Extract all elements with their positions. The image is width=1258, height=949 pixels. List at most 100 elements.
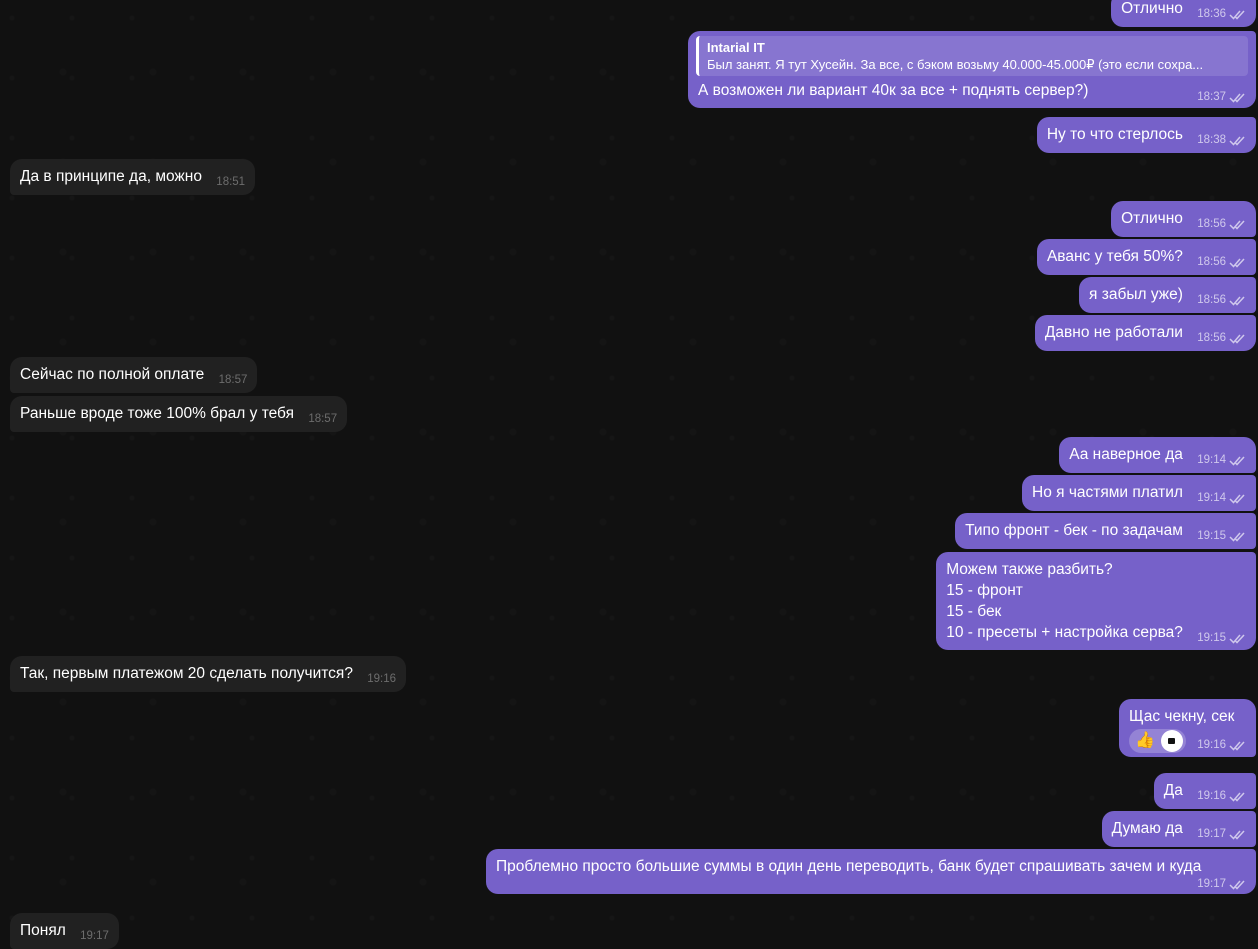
message-time: 19:16 [1197, 790, 1226, 802]
message-text: Типо фронт - бек - по задачам [965, 522, 1183, 539]
message-reactions: 👍 19:16 [1129, 729, 1246, 753]
reply-author: Intarial IT [707, 40, 765, 55]
double-check-icon [1229, 531, 1245, 542]
double-check-icon [1229, 493, 1245, 504]
message-line: 15 - бек [946, 603, 1002, 620]
message-time: 18:57 [308, 413, 338, 425]
message-time: 19:17 [1197, 878, 1226, 890]
message-outgoing[interactable]: Аа наверное да 19:14 [1059, 437, 1256, 473]
message-meta: 19:17 [496, 878, 1246, 890]
double-check-icon [1229, 633, 1245, 644]
message-meta: 19:16 [367, 673, 396, 685]
message-outgoing[interactable]: я забыл уже) 18:56 [1079, 277, 1256, 313]
message-time: 19:15 [1197, 530, 1226, 542]
message-incoming[interactable]: Так, первым платежом 20 сделать получитс… [10, 656, 407, 692]
message-time: 19:17 [80, 930, 109, 942]
message-outgoing[interactable]: Давно не работали 18:56 [1034, 315, 1256, 351]
thumbs-up-icon: 👍 [1135, 732, 1155, 749]
double-check-icon [1229, 219, 1245, 230]
message-outgoing[interactable]: Проблемно просто большие суммы в один де… [486, 849, 1256, 894]
message-meta: 19:16 [1197, 790, 1246, 802]
message-text: Аа наверное да [1069, 446, 1183, 463]
message-text: Думаю да [1111, 820, 1183, 837]
double-check-icon [1229, 455, 1245, 466]
message-text: Да в принципе да, можно [20, 168, 202, 185]
message-text: Но я частями платил [1032, 484, 1183, 501]
message-meta: 18:57 [308, 413, 337, 425]
message-time: 18:38 [1197, 134, 1226, 146]
message-line: 10 - пресеты + настройка серва? [946, 624, 1183, 641]
message-meta: 18:56 [1197, 332, 1246, 344]
message-meta: 18:56 [1197, 256, 1246, 268]
double-check-icon [1229, 135, 1245, 146]
message-text: Отлично [1121, 210, 1183, 227]
message-text: Проблемно просто большие суммы в один де… [496, 858, 1202, 875]
message-time: 19:16 [367, 673, 397, 685]
message-meta: 19:14 [1197, 492, 1246, 504]
double-check-icon [1229, 740, 1245, 751]
message-meta: 19:15 [1197, 632, 1246, 644]
message-text: Отлично [1121, 0, 1183, 17]
double-check-icon [1229, 257, 1245, 268]
message-text: Да [1163, 782, 1183, 799]
message-time: 18:57 [218, 374, 248, 386]
message-meta: 18:38 [1197, 134, 1246, 146]
message-line: 15 - фронт [946, 582, 1023, 599]
double-check-icon [1229, 879, 1245, 890]
message-text: Давно не работали [1044, 324, 1183, 341]
message-time: 19:16 [1197, 739, 1226, 751]
reply-preview[interactable]: Intarial IT Был занят. Я тут Хусейн. За … [696, 36, 1248, 76]
message-text: Ну то что стерлось [1046, 126, 1183, 143]
message-outgoing[interactable]: Аванс у тебя 50%? 18:56 [1036, 239, 1256, 275]
message-time: 19:14 [1197, 492, 1226, 504]
message-meta: 19:17 [1197, 828, 1246, 840]
reaction-chip[interactable]: 👍 [1129, 729, 1186, 753]
message-time: 18:51 [216, 176, 246, 188]
message-meta: 19:16 [1197, 739, 1246, 751]
message-meta: 18:57 [219, 374, 248, 386]
double-check-icon [1229, 295, 1245, 306]
reactor-avatar-icon [1160, 730, 1183, 752]
double-check-icon [1229, 9, 1245, 20]
message-time: 19:14 [1197, 454, 1226, 466]
message-incoming[interactable]: Раньше вроде тоже 100% брал у тебя 18:57 [10, 396, 348, 432]
message-meta: 18:37 [1197, 91, 1246, 103]
message-outgoing[interactable]: Ну то что стерлось 18:38 [1036, 117, 1256, 153]
message-meta: 19:17 [80, 930, 109, 942]
reply-text: Был занят. Я тут Хусейн. За все, с бэком… [707, 57, 1204, 72]
message-time: 18:56 [1197, 256, 1226, 268]
message-incoming[interactable]: Сейчас по полной оплате 18:57 [10, 357, 258, 393]
message-outgoing[interactable]: Да 19:16 [1153, 773, 1256, 809]
message-text: я забыл уже) [1089, 286, 1183, 303]
message-outgoing[interactable]: Щас чекну, сек 👍 19:16 [1119, 699, 1256, 757]
message-outgoing[interactable]: Можем также разбить? 15 - фронт 15 - бек… [936, 552, 1256, 650]
message-outgoing[interactable]: Intarial IT Был занят. Я тут Хусейн. За … [688, 31, 1256, 108]
message-incoming[interactable]: Да в принципе да, можно 18:51 [10, 159, 256, 195]
message-text: Раньше вроде тоже 100% брал у тебя [20, 405, 294, 422]
message-text: А возможен ли вариант 40к за все + подня… [698, 82, 1089, 99]
message-time: 18:56 [1197, 332, 1226, 344]
message-meta: 18:51 [216, 176, 245, 188]
double-check-icon [1229, 829, 1245, 840]
message-meta: 18:56 [1197, 294, 1246, 306]
message-outgoing[interactable]: Типо фронт - бек - по задачам 19:15 [955, 513, 1256, 549]
message-meta: 18:36 [1197, 8, 1246, 20]
message-line: Можем также разбить? [946, 561, 1113, 578]
message-outgoing[interactable]: Отлично 18:36 [1111, 0, 1256, 27]
message-time: 18:36 [1197, 8, 1226, 20]
double-check-icon [1229, 333, 1245, 344]
message-incoming[interactable]: Понял 19:17 [10, 913, 119, 949]
message-outgoing[interactable]: Отлично 18:56 [1111, 201, 1256, 237]
message-text: Так, первым платежом 20 сделать получитс… [20, 665, 353, 682]
message-outgoing[interactable]: Думаю да 19:17 [1101, 811, 1256, 847]
message-time: 18:56 [1197, 218, 1226, 230]
message-time: 18:37 [1197, 91, 1226, 103]
message-text: Понял [20, 922, 66, 939]
double-check-icon [1229, 92, 1245, 103]
message-outgoing[interactable]: Но я частями платил 19:14 [1022, 475, 1256, 511]
double-check-icon [1229, 791, 1245, 802]
message-text: Сейчас по полной оплате [20, 366, 205, 383]
message-meta: 19:14 [1197, 454, 1246, 466]
message-text: Аванс у тебя 50%? [1046, 248, 1183, 265]
